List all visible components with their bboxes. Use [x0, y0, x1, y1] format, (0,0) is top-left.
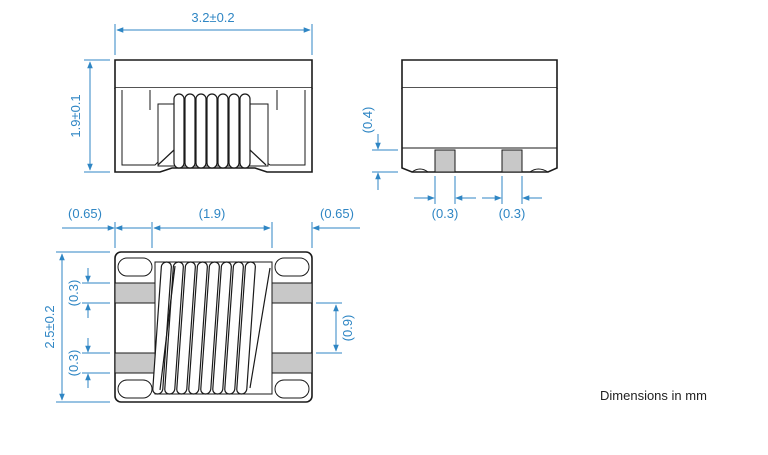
front-height-label: 1.9±0.1 — [68, 94, 83, 137]
units-note: Dimensions in mm — [600, 388, 707, 403]
bottom-height-label: 2.5±0.2 — [42, 305, 57, 348]
bottom-pad-bottom-left — [114, 352, 156, 374]
bottom-bottom-pad-label: (0.3) — [66, 350, 81, 377]
bottom-pad-bottom-right — [271, 352, 313, 374]
coil-bottom — [152, 261, 271, 395]
side-terminal-left-width-label: (0.3) — [432, 206, 459, 221]
bottom-pad-top-left — [114, 282, 156, 304]
bottom-left-margin-label: (0.65) — [68, 206, 102, 221]
bottom-view: (0.65) (1.9) (0.65) 2.5±0.2 (0.3) (0.3) … — [42, 206, 360, 403]
bottom-center-label: (1.9) — [199, 206, 226, 221]
front-view: 3.2±0.2 1.9±0.1 — [68, 10, 313, 173]
side-terminal-right — [501, 149, 523, 173]
front-width-label: 3.2±0.2 — [191, 10, 234, 25]
bottom-pad-top-right — [271, 282, 313, 304]
bottom-right-margin-label: (0.65) — [320, 206, 354, 221]
side-terminal-left — [434, 149, 456, 173]
bottom-top-pad-label: (0.3) — [66, 280, 81, 307]
bottom-pad-spacing-label: (0.9) — [340, 315, 355, 342]
coil-front — [157, 93, 267, 169]
side-terminal-right-width-label: (0.3) — [499, 206, 526, 221]
side-terminal-height-label: (0.4) — [360, 107, 375, 134]
side-view: (0.4) (0.3) (0.3) — [360, 59, 558, 221]
